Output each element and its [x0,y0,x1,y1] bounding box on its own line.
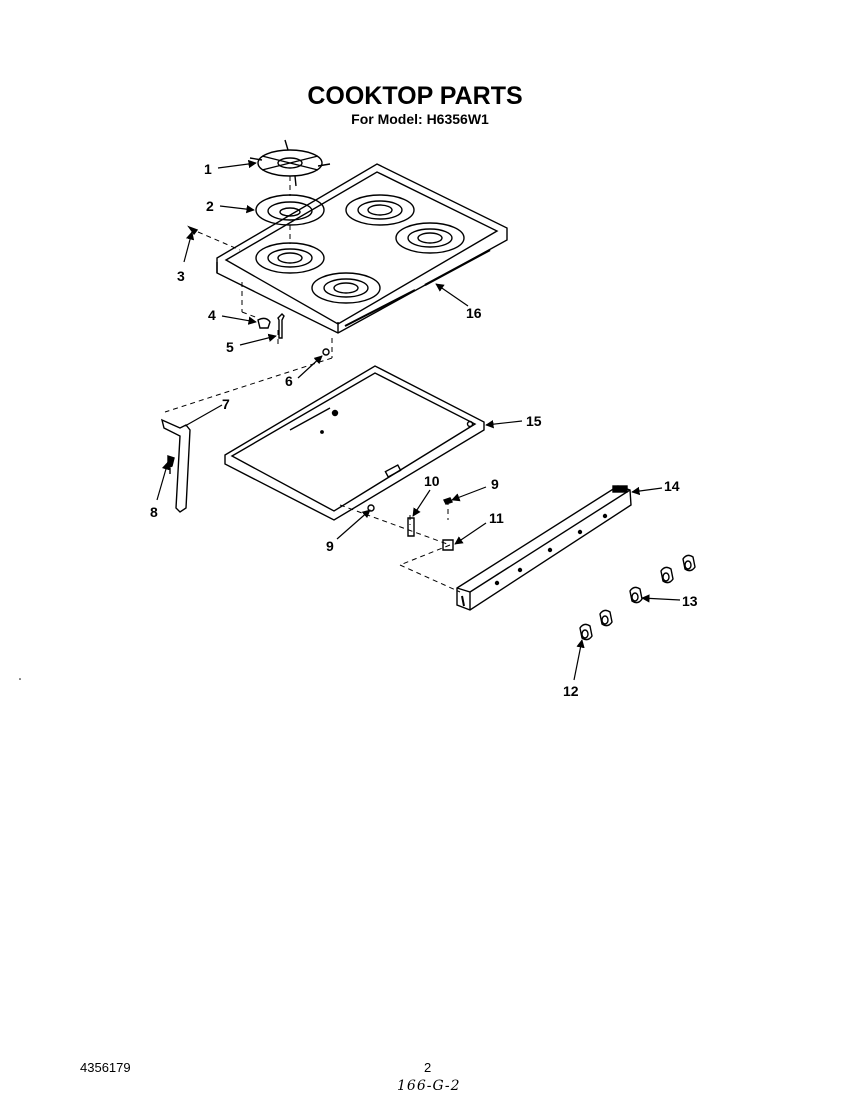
footer-part-number: 4356179 [80,1060,131,1075]
callout-13: 13 [682,593,698,609]
callout-2: 2 [206,198,214,214]
page-title: COOKTOP PARTS [307,82,523,110]
footer-handwritten-note: 166-G-2 [397,1078,461,1094]
callout-10: 10 [424,473,440,489]
callout-9-left: 9 [326,538,334,554]
callout-16: 16 [466,305,482,321]
callout-7: 7 [222,396,230,412]
callout-8: 8 [150,504,158,520]
callout-6: 6 [285,373,293,389]
callout-9-right: 9 [491,476,499,492]
scan-speck [19,678,21,680]
bottom-pan [224,365,485,521]
burner-grate [249,139,331,187]
side-bracket [160,418,191,513]
clips [367,497,454,551]
leader-lines [156,159,681,681]
callout-11: 11 [489,510,504,526]
burner-bowl [255,194,325,226]
callout-14: 14 [664,478,680,494]
model-subtitle: For Model: H6356W1 [351,111,489,127]
control-knobs [579,554,696,641]
control-panel [456,485,632,611]
callout-15: 15 [526,413,542,429]
callout-12: 12 [563,683,579,699]
callout-5: 5 [226,339,234,355]
callout-3: 3 [177,268,185,284]
alignment-lines-bottom [339,500,461,593]
cooktop [216,163,508,334]
callout-4: 4 [208,307,216,323]
alignment-lines-top [164,176,333,413]
footer-page-number: 2 [424,1060,432,1075]
hardware-top [187,225,330,356]
callout-1: 1 [204,161,212,177]
